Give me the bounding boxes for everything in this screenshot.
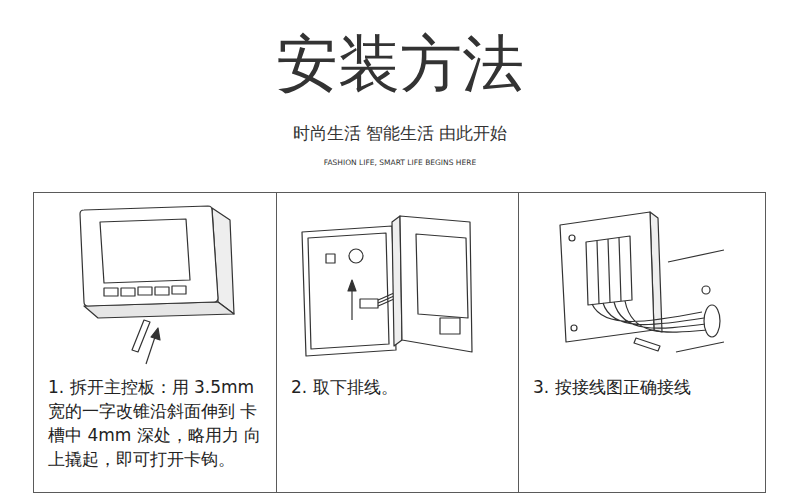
- step-text: 2. 取下排线。: [291, 375, 512, 399]
- thermostat-screen: [100, 219, 190, 283]
- subtitle: 时尚生活 智能生活 由此开始: [0, 122, 800, 144]
- terminal-block: [586, 236, 632, 305]
- arrow-shaft: [351, 288, 352, 320]
- mount-slot: [326, 254, 335, 263]
- wires: [592, 301, 708, 332]
- english-subtitle: FASHION LIFE, SMART LIFE BEGINS HERE: [0, 158, 800, 168]
- connector: [360, 299, 378, 308]
- step-panel: 3. 按接线图正确接线: [518, 192, 766, 493]
- wall-edge: [668, 250, 724, 352]
- button: [138, 287, 152, 295]
- screw-hole: [569, 235, 575, 241]
- page-title: 安装方法: [0, 26, 800, 102]
- terminal-slots: [597, 238, 621, 304]
- step-text: 3. 按接线图正确接线: [533, 375, 759, 399]
- back-plate-rim: [308, 233, 389, 349]
- button: [104, 288, 118, 296]
- mount-hole: [349, 249, 363, 263]
- button: [121, 288, 135, 296]
- module-box: [416, 234, 468, 318]
- base-plate: [560, 212, 654, 342]
- module-tab: [440, 318, 460, 334]
- module-front: [400, 216, 472, 352]
- step-panel: 2. 取下排线。: [276, 192, 519, 493]
- screw: [702, 286, 710, 294]
- thermostat-front: [80, 206, 218, 306]
- arrow-head: [151, 328, 160, 340]
- button: [172, 286, 186, 294]
- screwdriver: [132, 320, 150, 352]
- screw-hole: [571, 325, 577, 331]
- screwdriver: [634, 338, 660, 351]
- button: [155, 287, 169, 295]
- conduit: [704, 305, 720, 337]
- step-text: 1. 拆开主控板：用 3.5mm 宽的一字改锥沿斜面伸到 卡槽中 4mm 深处，…: [48, 375, 270, 471]
- arrow-head: [348, 280, 356, 291]
- step-panel: 1. 拆开主控板：用 3.5mm 宽的一字改锥沿斜面伸到 卡槽中 4mm 深处，…: [33, 192, 277, 493]
- back-plate: [302, 226, 396, 356]
